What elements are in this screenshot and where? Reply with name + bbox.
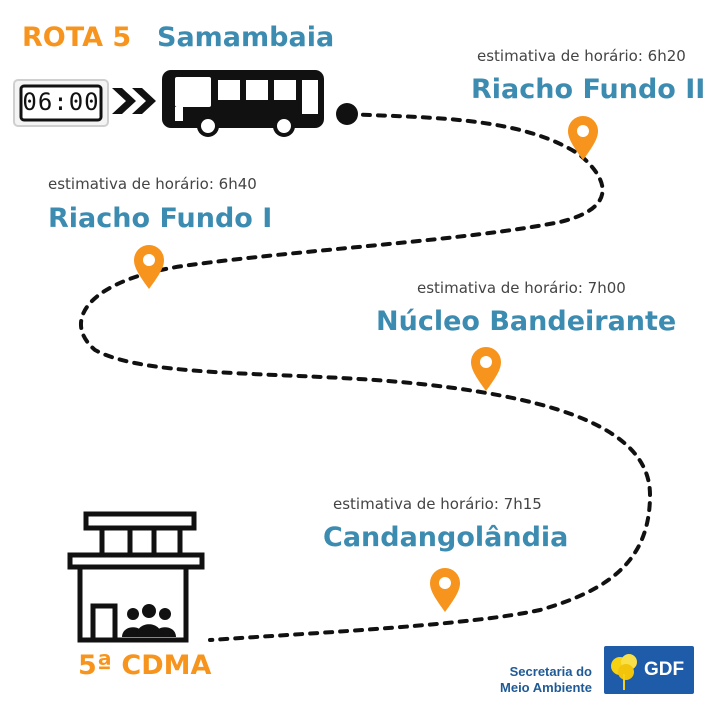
- stop-2-name: Riacho Fundo I: [48, 203, 273, 234]
- building-icon: [67, 511, 205, 643]
- route-label: ROTA 5: [22, 22, 132, 53]
- stop-4-name: Candangolândia: [323, 522, 569, 553]
- destination-name: 5ª CDMA: [78, 650, 212, 681]
- stop-1-name: Riacho Fundo II: [471, 74, 706, 105]
- stop-4-estimate: estimativa de horário: 7h15: [333, 495, 542, 513]
- pin-icon-candangolandia: [430, 568, 460, 612]
- gdf-label: GDF: [644, 659, 685, 680]
- secretaria-line-1: Secretaria do: [509, 664, 592, 679]
- secretaria-logo-text: Secretaria do Meio Ambiente: [500, 664, 592, 696]
- secretaria-line-2: Meio Ambiente: [500, 680, 592, 695]
- origin-name: Samambaia: [157, 22, 335, 53]
- pin-icon-riacho-fundo-ii: [568, 116, 598, 160]
- people-icon: [122, 604, 176, 637]
- clock-time: 06:00: [22, 88, 100, 116]
- clock-icon: [13, 79, 109, 127]
- route-start-dot: [336, 103, 358, 125]
- bus-icon: [162, 70, 324, 137]
- stop-3-estimate: estimativa de horário: 7h00: [417, 279, 626, 297]
- stop-2-estimate: estimativa de horário: 6h40: [48, 175, 257, 193]
- route-path: [78, 112, 653, 642]
- chevrons-icon: [112, 88, 156, 114]
- stop-3-name: Núcleo Bandeirante: [376, 306, 677, 337]
- pin-icon-riacho-fundo-i: [134, 245, 164, 289]
- gdf-tree-icon: [611, 654, 637, 690]
- gdf-logo: GDF: [604, 646, 694, 694]
- pin-icon-nucleo-bandeirante: [471, 347, 501, 391]
- stop-1-estimate: estimativa de horário: 6h20: [477, 47, 686, 65]
